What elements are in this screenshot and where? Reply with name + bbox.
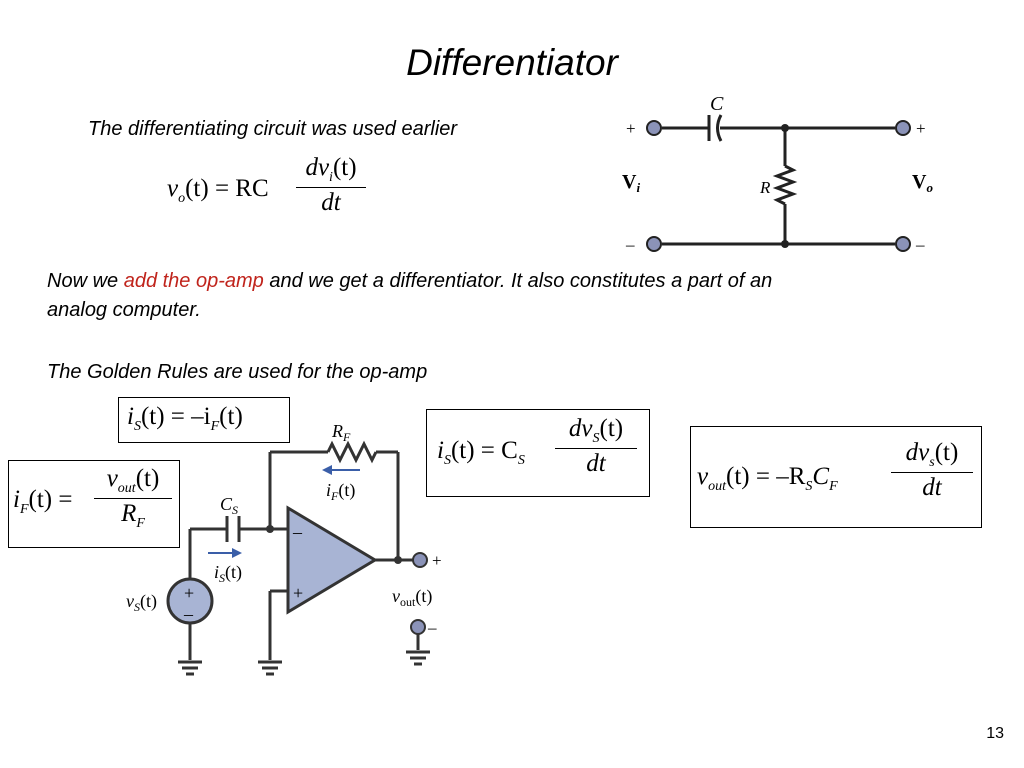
rc-out-plus: + xyxy=(916,119,926,138)
rc-vin-label: Vi xyxy=(622,171,640,195)
terminal-in-minus xyxy=(646,236,662,252)
page-number: 13 xyxy=(986,725,1004,742)
voltage-source xyxy=(166,577,214,625)
golden-rules-text: The Golden Rules are used for the op-amp xyxy=(47,361,428,383)
slide-title: Differentiator xyxy=(406,42,618,83)
label-is: iS(t) xyxy=(214,562,242,585)
rc-circuit-diagram: C R Vi Vo + – + – xyxy=(622,93,933,254)
rc-out-minus: – xyxy=(915,235,925,254)
opamp-differentiator-diagram: – + + – + – RF iF(t) CS iS(t) vS(t) vout… xyxy=(126,421,442,676)
label-rf: RF xyxy=(331,421,351,444)
rc-in-plus: + xyxy=(626,119,636,138)
rc-res-label: R xyxy=(759,178,771,197)
rc-cap-label: C xyxy=(710,93,724,115)
equation-box-is-if: iS(t) = –iF(t) xyxy=(118,397,290,443)
paragraph-differentiator: Now we add the op-amp and we get a diffe… xyxy=(47,270,773,321)
svg-text:–: – xyxy=(183,604,194,624)
label-if: iF(t) xyxy=(326,480,355,503)
terminal-out-minus xyxy=(895,236,911,252)
label-vout: vout(t) xyxy=(392,586,432,609)
equation-box-is: iS(t) = CS dvS(t) dt xyxy=(426,409,650,497)
svg-text:+: + xyxy=(184,583,194,603)
equation-box-vout: vout(t) = –RSCF dvs(t) dt xyxy=(690,426,982,528)
rc-vout-label: Vo xyxy=(912,171,933,195)
svg-text:+: + xyxy=(432,551,442,570)
terminal-in-plus xyxy=(646,120,662,136)
equation-box-if: iF(t) = vout(t) RF xyxy=(8,460,180,548)
svg-text:–: – xyxy=(427,618,437,637)
opamp-triangle xyxy=(286,505,378,615)
equation-rc: vo(t) = RC xyxy=(167,175,269,206)
label-vs: vS(t) xyxy=(126,591,157,614)
equation-rc-fraction: dvi(t) dt xyxy=(296,154,366,217)
rc-in-minus: – xyxy=(625,235,635,254)
svg-text:+: + xyxy=(293,583,303,603)
terminal-out-plus xyxy=(895,120,911,136)
intro-text: The differentiating circuit was used ear… xyxy=(88,118,458,140)
highlight-add-op-amp: add the op-amp xyxy=(123,270,264,292)
svg-text:–: – xyxy=(292,522,303,542)
label-cs: CS xyxy=(220,494,238,517)
